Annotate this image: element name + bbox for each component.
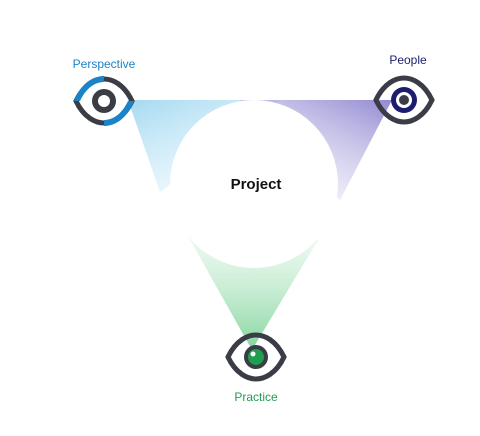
- center-circle: [170, 100, 338, 268]
- people-eye-icon: [373, 75, 435, 125]
- perspective-eye-icon: [73, 76, 135, 126]
- center-title: Project: [230, 176, 282, 193]
- perspective-label: Perspective: [72, 57, 136, 71]
- practice-eye-icon: [225, 332, 287, 382]
- people-label: People: [389, 53, 427, 67]
- practice-label: Practice: [234, 390, 278, 404]
